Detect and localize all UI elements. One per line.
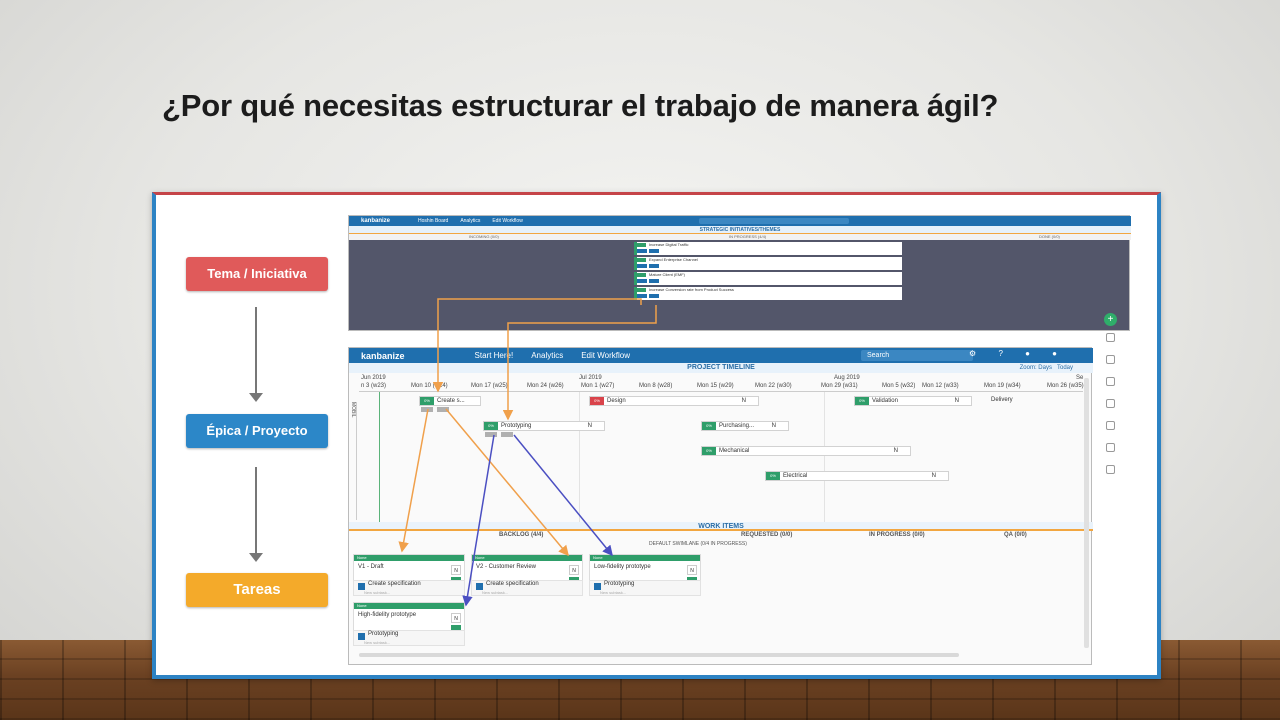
timeline-title: PROJECT TIMELINE bbox=[687, 364, 755, 371]
flow-arrow-2 bbox=[249, 553, 263, 562]
week-label: Mon 10 (w24) bbox=[411, 383, 448, 389]
initiative-card[interactable]: Mature Client (EMF) bbox=[634, 272, 902, 285]
progress-block bbox=[501, 432, 513, 437]
month-label: Jul 2019 bbox=[579, 375, 602, 381]
vertical-scrollbar[interactable] bbox=[1084, 378, 1089, 648]
week-label: Mon 19 (w34) bbox=[984, 383, 1021, 389]
week-label: Mon 15 (w29) bbox=[697, 383, 734, 389]
tasks-pill: Tareas bbox=[186, 573, 328, 607]
grid-line bbox=[824, 392, 825, 522]
week-label: Mon 12 (w33) bbox=[922, 383, 959, 389]
week-label: Mon 26 (w35) bbox=[1047, 383, 1084, 389]
user-icons[interactable]: ⚙ ? ● ● bbox=[969, 349, 1067, 358]
illustration-frame: Tema / Iniciativa Épica / Proyecto Tarea… bbox=[152, 192, 1161, 679]
week-label: n 3 (w23) bbox=[361, 383, 387, 389]
column-requested: REQUESTED (0/0) bbox=[741, 532, 793, 538]
kanbanize-logo: kanbanize bbox=[361, 350, 405, 361]
top-navbar: kanbanize Hoshin Board Analytics Edit Wo… bbox=[349, 216, 1131, 226]
week-label: Mon 5 (w32) bbox=[882, 383, 916, 389]
week-label: Mon 17 (w25) bbox=[471, 383, 508, 389]
analytics-link[interactable]: Analytics bbox=[531, 351, 564, 360]
column-qa: QA (0/0) bbox=[1004, 532, 1027, 538]
initiative-card[interactable]: Increase Conversion rate from Product Su… bbox=[634, 287, 902, 300]
column-headers: INCOMING (0/0) IN PROGRESS (4/4) DONE (0… bbox=[349, 234, 1131, 240]
flow-line-1 bbox=[255, 307, 257, 395]
grid-icon[interactable] bbox=[1106, 399, 1115, 408]
initiative-card[interactable]: Expand Enterprise Channel bbox=[634, 257, 902, 270]
analytics-link[interactable]: Analytics bbox=[460, 218, 481, 224]
right-toolbar: + bbox=[1100, 313, 1122, 659]
column-in-progress: IN PROGRESS (4/4) bbox=[729, 234, 767, 239]
month-label: Jun 2019 bbox=[361, 375, 386, 381]
horizontal-scrollbar[interactable] bbox=[359, 653, 959, 657]
slide-title: ¿Por qué necesitas estructurar el trabaj… bbox=[162, 88, 999, 123]
search-input[interactable]: Search bbox=[861, 350, 973, 361]
lane-label: MOBIL bbox=[349, 402, 357, 520]
work-items-title: WORK ITEMS bbox=[349, 522, 1093, 531]
top-navbar: kanbanize Start Here! Analytics Edit Wor… bbox=[349, 348, 1093, 363]
chart-icon[interactable] bbox=[1106, 465, 1115, 474]
timeline-bar[interactable]: Delivery bbox=[991, 397, 1013, 403]
zoom-controls[interactable]: Zoom: Days Today bbox=[1019, 365, 1073, 371]
layers-icon[interactable] bbox=[1106, 333, 1115, 342]
week-row: n 3 (w23) Mon 10 (w24) Mon 17 (w25) Mon … bbox=[359, 383, 1084, 392]
board-menu[interactable]: Hoshin Board bbox=[418, 218, 449, 224]
timeline-bar[interactable]: 0%Purchasing...N bbox=[701, 421, 789, 431]
timeline-bar[interactable]: 0%Create s... bbox=[419, 396, 481, 406]
flow-line-2 bbox=[255, 467, 257, 555]
column-done: DONE (0/0) bbox=[1039, 234, 1060, 239]
flow-arrow-1 bbox=[249, 393, 263, 402]
progress-block bbox=[485, 432, 497, 437]
timeline-header: PROJECT TIMELINE Zoom: Days Today bbox=[349, 363, 1093, 373]
search-input[interactable] bbox=[699, 218, 849, 224]
edit-workflow-link[interactable]: Edit Workflow bbox=[492, 218, 523, 224]
epic-project-pill: Épica / Proyecto bbox=[186, 414, 328, 448]
initiative-card[interactable]: Increase Digital Traffic bbox=[634, 242, 902, 255]
board-menu[interactable]: Start Here! bbox=[474, 351, 514, 360]
swimlane-label: DEFAULT SWIMLANE (0/4 IN PROGRESS) bbox=[649, 541, 747, 547]
filter-icon[interactable] bbox=[1106, 355, 1115, 364]
week-label: Mon 24 (w26) bbox=[527, 383, 564, 389]
strategic-band: STRATEGIC INITIATIVES/THEMES bbox=[349, 226, 1131, 234]
column-incoming: INCOMING (0/0) bbox=[469, 234, 499, 239]
column-backlog: BACKLOG (4/4) bbox=[499, 532, 544, 538]
week-label: Mon 8 (w28) bbox=[639, 383, 673, 389]
week-label: Mon 22 (w30) bbox=[755, 383, 792, 389]
clock-icon[interactable] bbox=[1106, 377, 1115, 386]
progress-block bbox=[437, 407, 449, 412]
theme-initiative-pill: Tema / Iniciativa bbox=[186, 257, 328, 291]
week-label: Mon 1 (w27) bbox=[581, 383, 615, 389]
list-icon[interactable] bbox=[1106, 421, 1115, 430]
month-label: Se bbox=[1076, 375, 1084, 381]
edit-workflow-link[interactable]: Edit Workflow bbox=[581, 351, 630, 360]
add-icon[interactable]: + bbox=[1104, 313, 1117, 326]
kanbanize-logo: kanbanize bbox=[361, 218, 391, 224]
progress-block bbox=[421, 407, 433, 412]
settings-icon[interactable] bbox=[1106, 443, 1115, 452]
project-board-screenshot: kanbanize Start Here! Analytics Edit Wor… bbox=[348, 347, 1093, 665]
week-label: Mon 29 (w31) bbox=[821, 383, 858, 389]
work-columns: BACKLOG (4/4) REQUESTED (0/0) IN PROGRES… bbox=[349, 532, 1093, 540]
strategic-board-screenshot: kanbanize Hoshin Board Analytics Edit Wo… bbox=[348, 215, 1131, 331]
month-label: Aug 2019 bbox=[834, 375, 860, 381]
grid-line bbox=[579, 392, 580, 522]
today-marker bbox=[379, 392, 380, 522]
column-in-progress: IN PROGRESS (0/0) bbox=[869, 532, 925, 538]
